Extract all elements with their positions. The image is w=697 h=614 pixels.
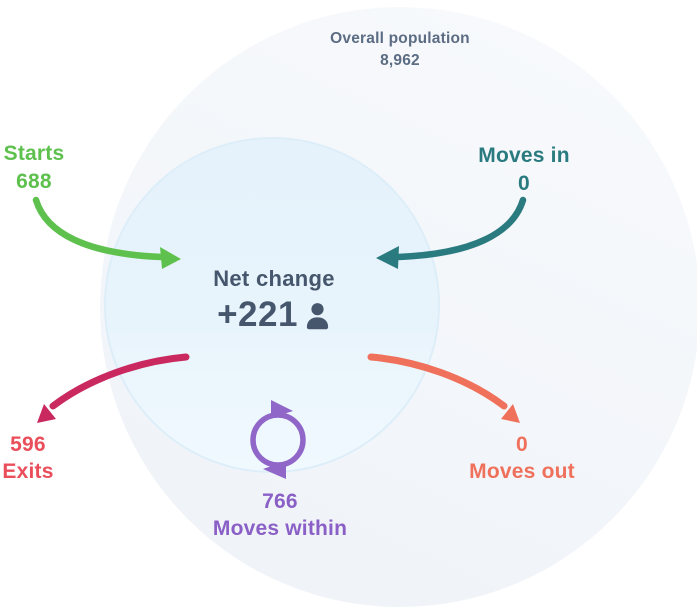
moves-out-value: 0 [516, 433, 528, 456]
person-icon [306, 302, 329, 329]
moves-within-stat: 766 Moves within [205, 488, 355, 542]
starts-label: Starts [3, 142, 65, 165]
exits-stat: 596 Exits [0, 431, 56, 485]
moves-out-stat: 0 Moves out [466, 431, 578, 485]
moves-out-arrow [367, 353, 520, 423]
moves-in-label: Moves in [478, 144, 570, 167]
starts-arrow [32, 196, 181, 269]
overall-population-label: Overall population [330, 30, 470, 47]
exits-arrow [37, 353, 190, 423]
cycle-icon [250, 400, 306, 479]
moves-within-value: 766 [262, 490, 298, 513]
starts-stat: Starts 688 [1, 140, 67, 196]
net-change-value: +221 [217, 295, 298, 334]
moves-in-arrow [376, 196, 527, 269]
exits-label: Exits [2, 460, 54, 483]
exits-value: 596 [10, 433, 46, 456]
net-change-label: Net change [213, 266, 335, 291]
overall-population-title: Overall population 8,962 [300, 28, 500, 72]
net-change-value-row: +221 [174, 294, 374, 336]
moves-in-stat: Moves in 0 [464, 142, 584, 198]
overall-population-value: 8,962 [380, 52, 420, 69]
starts-value: 688 [16, 170, 52, 193]
moves-within-label: Moves within [212, 517, 348, 540]
moves-in-value: 0 [518, 172, 530, 195]
moves-out-label: Moves out [469, 460, 575, 483]
